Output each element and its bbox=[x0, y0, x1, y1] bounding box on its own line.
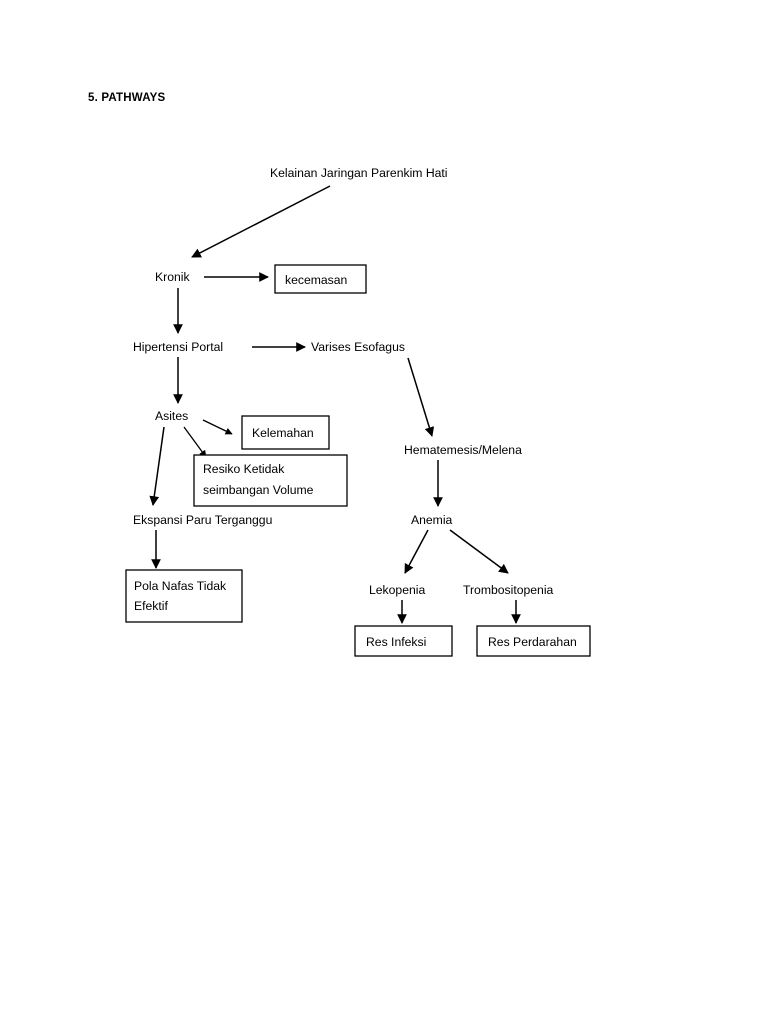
edge-asites-to-ekspansi bbox=[149, 426, 165, 506]
node-label-kecemasan: kecemasan bbox=[285, 273, 347, 287]
node-box-pola-nafas[interactable] bbox=[125, 569, 243, 623]
node-label-pola-nafas-line1: Pola Nafas Tidak bbox=[134, 579, 227, 593]
node-label-ekspansi-paru-terganggu: Ekspansi Paru Terganggu bbox=[133, 513, 272, 527]
node-label-varises-esofagus: Varises Esofagus bbox=[311, 340, 405, 354]
node-box-res-perdarahan[interactable] bbox=[476, 625, 591, 657]
node-label-hematemesis-melena: Hematemesis/Melena bbox=[404, 443, 522, 457]
node-label-kelemahan: Kelemahan bbox=[252, 426, 314, 440]
node-box-kecemasan[interactable] bbox=[274, 264, 367, 294]
node-label-lekopenia: Lekopenia bbox=[369, 583, 425, 597]
edge-asites-to-resiko bbox=[183, 426, 207, 458]
node-box-res-infeksi[interactable] bbox=[354, 625, 453, 657]
node-label-res-perdarahan: Res Perdarahan bbox=[488, 635, 577, 649]
node-label-anemia: Anemia bbox=[411, 513, 453, 527]
node-label-asites: Asites bbox=[155, 409, 188, 423]
node-label-pola-nafas-line2: Efektif bbox=[134, 599, 168, 613]
node-box-resiko-ketidakseimbangan[interactable] bbox=[193, 454, 348, 507]
node-box-kelemahan[interactable] bbox=[241, 415, 330, 450]
node-label-resiko-line1: Resiko Ketidak bbox=[203, 462, 285, 476]
edge-varises-to-hematemesis bbox=[407, 357, 435, 437]
edge-asites-to-kelemahan bbox=[202, 419, 233, 435]
edge-anemia-to-trombositopenia bbox=[449, 529, 509, 574]
node-label-kelainan-jaringan-parenkim-hati: Kelainan Jaringan Parenkim Hati bbox=[270, 166, 448, 180]
page-title: 5. PATHWAYS bbox=[88, 92, 166, 104]
node-label-res-infeksi: Res Infeksi bbox=[366, 635, 426, 649]
node-label-trombositopenia: Trombositopenia bbox=[463, 583, 554, 597]
node-label-resiko-line2: seimbangan Volume bbox=[203, 483, 314, 497]
edge-kelainan-to-kronik bbox=[191, 185, 331, 258]
node-label-kronik: Kronik bbox=[155, 270, 190, 284]
edge-anemia-to-lekopenia bbox=[404, 529, 429, 574]
node-label-hipertensi-portal: Hipertensi Portal bbox=[133, 340, 223, 354]
